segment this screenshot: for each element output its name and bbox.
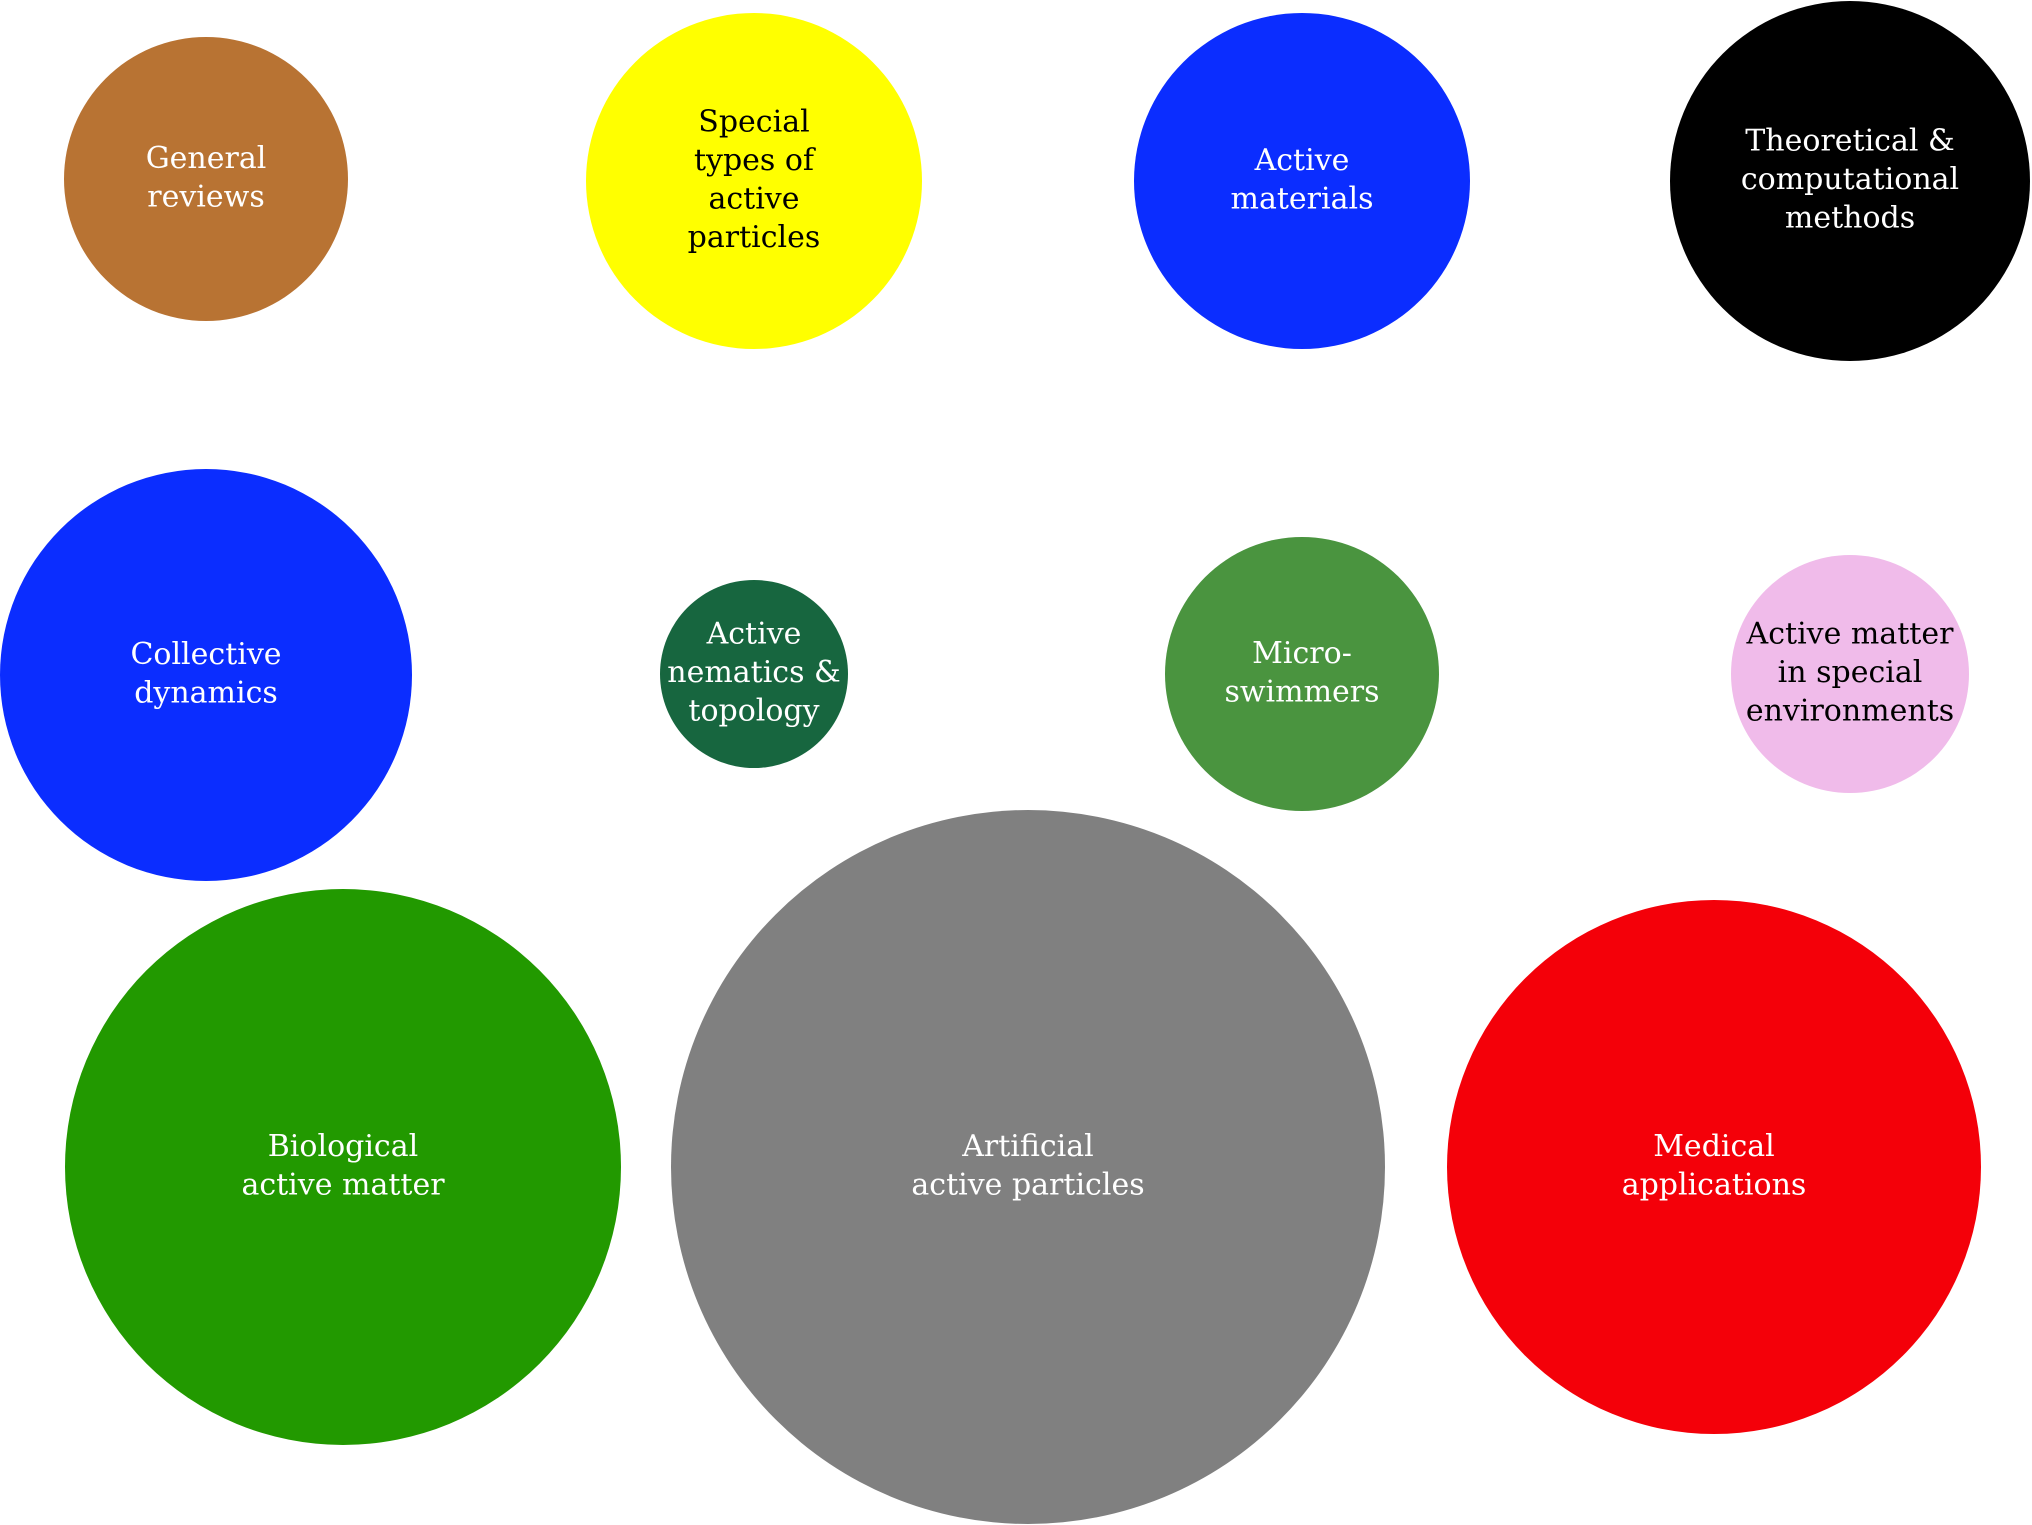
bubble-label-special-types: Special — [698, 104, 809, 139]
bubble-label-theoretical-methods: methods — [1785, 201, 1915, 236]
bubble-label-biological-active-matter: Biological — [268, 1129, 418, 1164]
bubble-label-collective-dynamics: Collective — [130, 637, 281, 672]
bubble-label-special-types: active — [708, 181, 799, 216]
bubble-micro-swimmers: Micro-swimmers — [1165, 537, 1439, 811]
bubble-label-active-nematics: topology — [688, 694, 819, 729]
bubble-label-medical-applications: applications — [1622, 1167, 1807, 1202]
bubble-circle-artificial-active-particles — [671, 810, 1385, 1524]
bubble-theoretical-methods: Theoretical &computational methods — [1670, 1, 2030, 361]
bubble-circle-biological-active-matter — [65, 889, 621, 1445]
bubble-label-active-nematics: nematics & — [667, 655, 841, 690]
bubble-circle-micro-swimmers — [1165, 537, 1439, 811]
bubble-circle-special-environments — [1731, 555, 1969, 793]
bubble-label-micro-swimmers: Micro- — [1252, 636, 1352, 671]
bubble-label-collective-dynamics: dynamics — [134, 675, 278, 710]
bubble-circle-theoretical-methods — [1670, 1, 2030, 361]
bubble-circle-collective-dynamics — [0, 469, 412, 881]
bubble-label-theoretical-methods: computational — [1741, 162, 1959, 197]
bubble-label-active-materials: Active — [1254, 143, 1350, 178]
bubble-circle-active-nematics — [660, 580, 848, 768]
bubble-label-special-environments: in special — [1778, 655, 1923, 690]
bubble-label-theoretical-methods: Theoretical & — [1745, 124, 1954, 159]
bubble-label-general-reviews: General — [146, 141, 267, 176]
bubble-label-artificial-active-particles: Artificial — [961, 1129, 1094, 1164]
bubble-circle-active-materials — [1134, 13, 1470, 349]
bubble-label-micro-swimmers: swimmers — [1224, 674, 1379, 709]
bubble-label-special-types: types of — [694, 143, 816, 178]
bubble-label-special-types: particles — [688, 220, 821, 255]
bubble-circle-general-reviews — [64, 37, 348, 321]
bubble-label-special-environments: Active matter — [1746, 617, 1955, 652]
bubble-circle-special-types — [586, 13, 922, 349]
bubble-label-artificial-active-particles: active particles — [911, 1167, 1144, 1202]
bubble-circle-medical-applications — [1447, 900, 1981, 1434]
bubble-label-special-environments: environments — [1746, 694, 1954, 729]
bubble-label-active-materials: materials — [1231, 181, 1374, 216]
bubble-label-biological-active-matter: active matter — [241, 1167, 445, 1202]
bubble-label-general-reviews: reviews — [147, 179, 264, 214]
bubble-label-active-nematics: Active — [706, 617, 802, 652]
bubble-label-medical-applications: Medical — [1653, 1129, 1775, 1164]
